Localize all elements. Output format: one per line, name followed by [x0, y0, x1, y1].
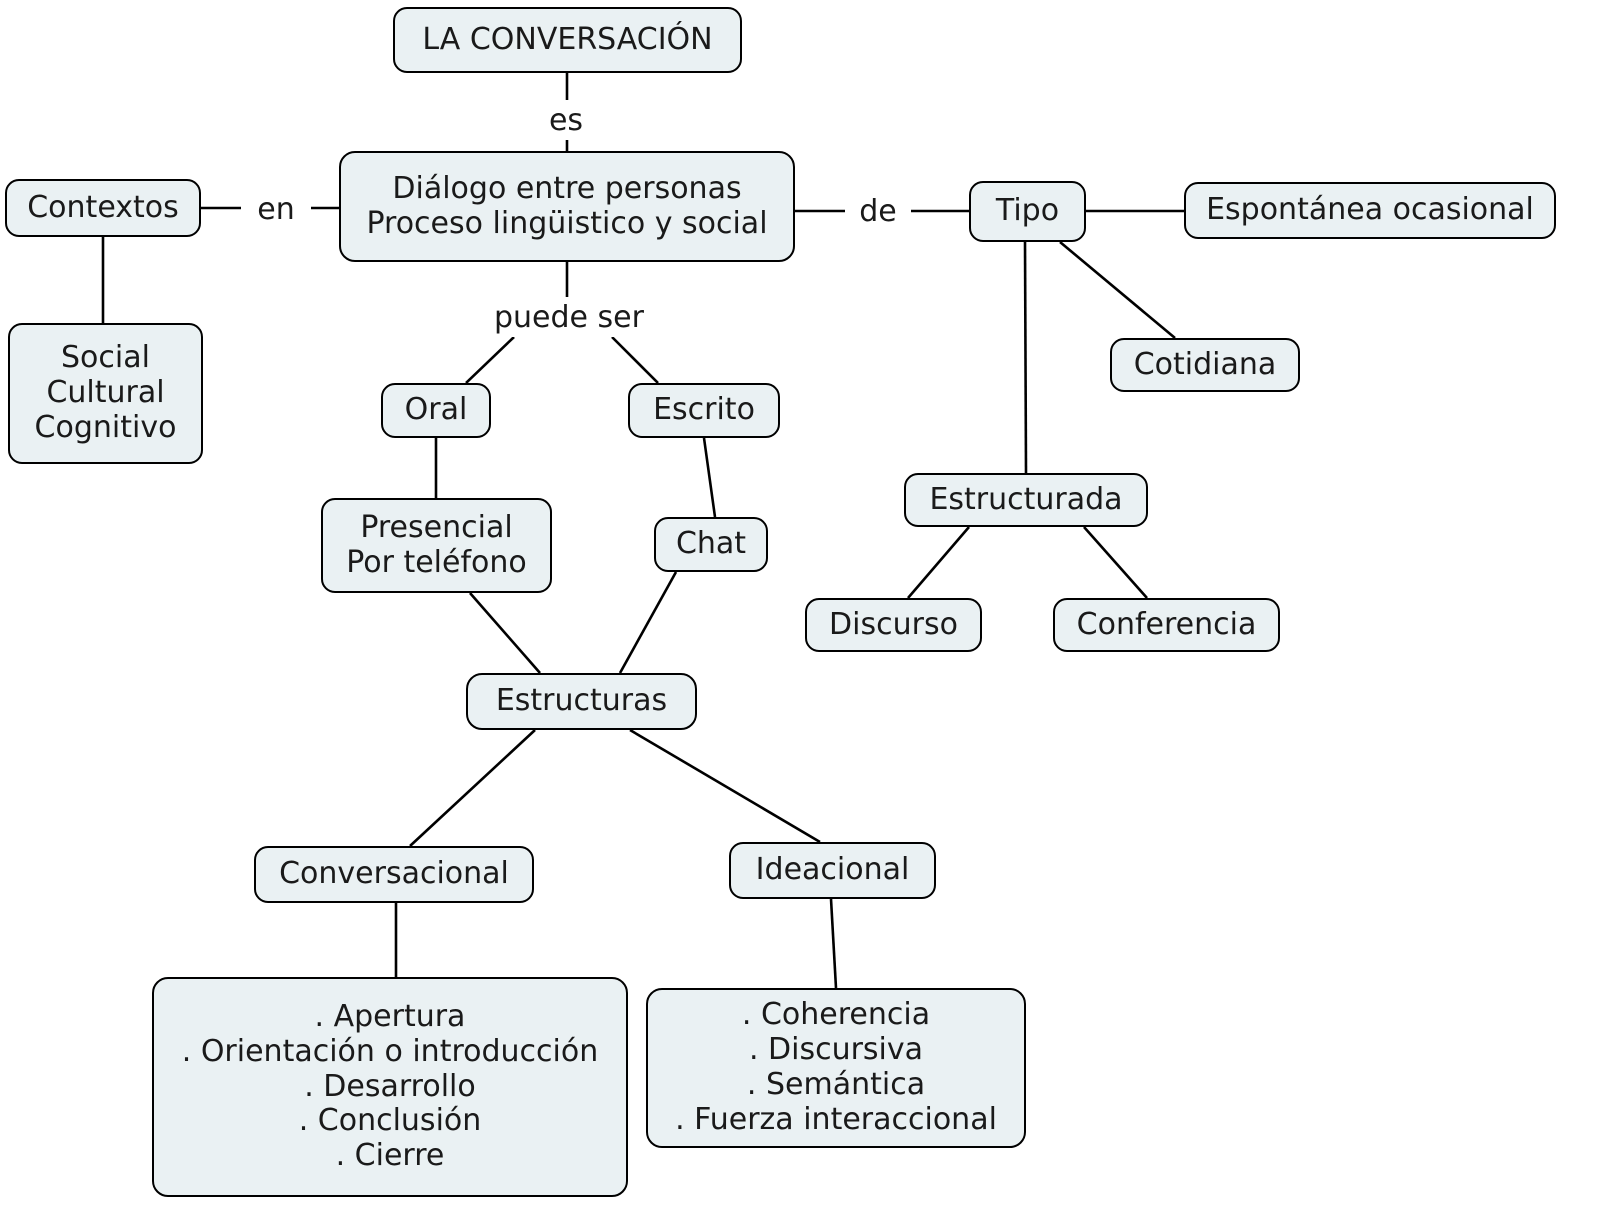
node-presencial[interactable]: Presencial Por teléfono: [321, 498, 552, 593]
node-chat[interactable]: Chat: [654, 517, 768, 572]
node-ideacional-lista[interactable]: . Coherencia . Discursiva . Semántica . …: [646, 988, 1026, 1148]
link-label-puede-ser: puede ser: [483, 297, 655, 337]
node-cotidiana[interactable]: Cotidiana: [1110, 338, 1300, 392]
edge-estructuras-to-ideacional: [629, 728, 821, 844]
edge-estructuras-to-conversacional: [409, 729, 536, 847]
node-conferencia[interactable]: Conferencia: [1053, 598, 1280, 652]
node-estructuras[interactable]: Estructuras: [466, 673, 697, 730]
edge-estructurada-to-conferencia: [1083, 526, 1148, 599]
node-escrito[interactable]: Escrito: [628, 383, 780, 438]
node-oral[interactable]: Oral: [381, 383, 491, 438]
edge-tipo-to-estructurada: [1023, 241, 1028, 474]
edge-estructurada-to-discurso: [907, 526, 970, 599]
node-contextos-lista[interactable]: Social Cultural Cognitivo: [8, 323, 203, 464]
edge-tipo-to-cotidiana: [1059, 241, 1176, 339]
node-tipo[interactable]: Tipo: [969, 181, 1086, 242]
edge-chat-to-estructuras: [618, 571, 678, 674]
edge-puede-ser-to-escrito: [611, 336, 659, 384]
node-estructurada[interactable]: Estructurada: [904, 473, 1148, 527]
edge-escrito-to-chat: [702, 437, 717, 518]
edge-presencial-to-estructuras: [469, 592, 541, 674]
node-ideacional[interactable]: Ideacional: [729, 842, 936, 899]
node-dialogo[interactable]: Diálogo entre personas Proceso lingüisti…: [339, 151, 795, 262]
node-espontanea[interactable]: Espontánea ocasional: [1184, 182, 1556, 239]
link-label-en: en: [241, 189, 311, 229]
edge-puede-ser-to-oral: [465, 336, 515, 384]
edge-ideacional-to-ideacional-lista: [829, 898, 838, 989]
link-label-de: de: [845, 191, 911, 231]
node-conversacional-lista[interactable]: . Apertura . Orientación o introducción …: [152, 977, 628, 1197]
node-contextos[interactable]: Contextos: [5, 179, 201, 237]
node-conversacional[interactable]: Conversacional: [254, 846, 534, 903]
node-raiz[interactable]: LA CONVERSACIÓN: [393, 7, 742, 73]
link-label-es: es: [534, 100, 598, 140]
node-discurso[interactable]: Discurso: [805, 598, 982, 652]
